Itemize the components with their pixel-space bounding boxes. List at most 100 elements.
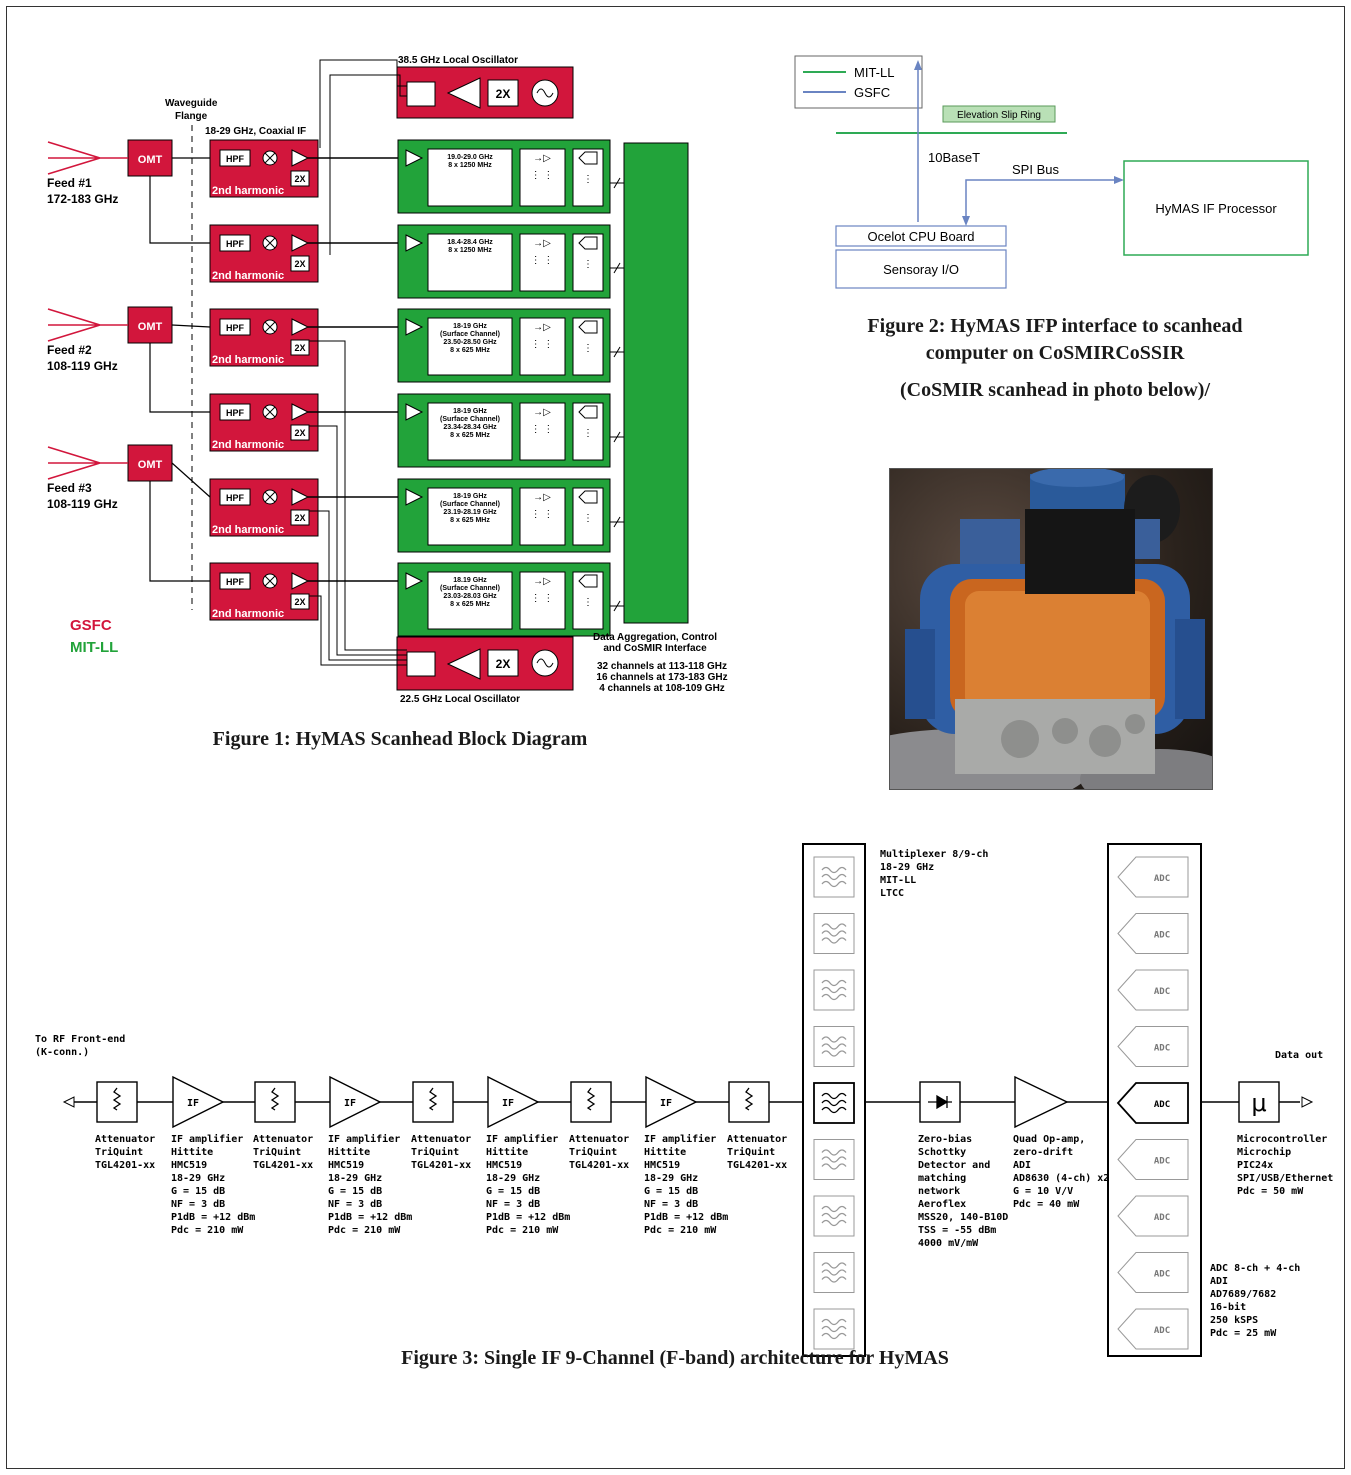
figure3-architecture-diagram: To RF Front-end(K-conn.)Data outAttenuat… bbox=[35, 843, 1333, 1357]
attenuator-text: TriQuint bbox=[569, 1146, 617, 1158]
hpf-box bbox=[219, 488, 251, 506]
adc-text: 16-bit bbox=[1210, 1301, 1246, 1313]
detector-box bbox=[519, 148, 566, 207]
detector-text: matching bbox=[918, 1172, 966, 1184]
cosmir-scanhead-photo bbox=[889, 468, 1213, 790]
hpf-label: HPF bbox=[226, 493, 245, 503]
adc-channel-shape bbox=[1116, 1082, 1189, 1124]
doubler-label: 2X bbox=[294, 597, 305, 607]
amplifier-text: NF = 3 dB bbox=[171, 1199, 225, 1210]
attenuator-text: Attenuator bbox=[411, 1134, 471, 1145]
coaxial-if-label: 18-29 GHz, Coaxial IF bbox=[205, 126, 306, 137]
legend-mitll: MIT-LL bbox=[70, 639, 118, 656]
channel-amp-icon bbox=[405, 149, 424, 167]
bus-tick bbox=[613, 346, 621, 358]
adc-text: ADI bbox=[1210, 1276, 1228, 1287]
amplifier-text: NF = 3 dB bbox=[486, 1199, 540, 1210]
adc-channel-shape bbox=[1117, 856, 1189, 898]
adc-channel-label: ADC bbox=[1154, 1270, 1170, 1280]
figure2-caption-line1: Figure 2: HyMAS IFP interface to scanhea… bbox=[867, 315, 1243, 337]
amplifier-text: Hittite bbox=[486, 1146, 528, 1158]
adc-channel-label: ADC bbox=[1154, 987, 1170, 997]
detector-symbol: →▷ bbox=[533, 576, 551, 587]
feed-name: Feed #2 bbox=[47, 343, 92, 357]
omt3-line bbox=[171, 462, 211, 498]
detector-text: network bbox=[918, 1186, 960, 1197]
figure2-caption: Figure 2: HyMAS IFP interface to scanhea… bbox=[775, 313, 1335, 404]
detector-text: Schottky bbox=[918, 1147, 966, 1158]
amplifier-text: Pdc = 210 mW bbox=[486, 1225, 559, 1236]
detector-symbol: →▷ bbox=[533, 407, 551, 418]
filter-bank-box bbox=[427, 317, 513, 376]
if-amp-icon bbox=[291, 403, 310, 421]
channel-spec-text: 8 x 625 MHz bbox=[450, 601, 490, 608]
filter-box bbox=[813, 1139, 855, 1180]
hpf-box bbox=[219, 318, 251, 336]
adc-channel-label: ADC bbox=[1154, 874, 1170, 884]
adc-channel-label: ADC bbox=[1154, 1213, 1170, 1223]
harmonic-label: 2nd harmonic bbox=[212, 270, 284, 282]
doubler-box bbox=[290, 424, 310, 441]
amplifier-text: P1dB = +12 dBm bbox=[328, 1212, 412, 1223]
if-amp-icon bbox=[291, 149, 310, 167]
harmonic-label: 2nd harmonic bbox=[212, 608, 284, 620]
adc-shape bbox=[578, 490, 598, 504]
doubler-label: 2X bbox=[294, 259, 305, 269]
omt-label: OMT bbox=[138, 321, 163, 333]
amplifier-text: Hittite bbox=[644, 1146, 686, 1158]
mixer-cross bbox=[264, 491, 276, 503]
filter-box bbox=[813, 1082, 855, 1124]
channel-spec-text: 18-19 GHz bbox=[453, 408, 487, 415]
channel-count-label: 16 channels at 173-183 GHz bbox=[596, 672, 727, 683]
filter-bank-box bbox=[427, 487, 513, 546]
bandpass-filter-icon bbox=[821, 1036, 847, 1057]
bandpass-filter-icon bbox=[821, 866, 847, 888]
if-amplifier-icon bbox=[487, 1075, 540, 1129]
aggregation-label: Data Aggregation, Control bbox=[593, 632, 717, 643]
channel-spec-text: (Surface Channel) bbox=[440, 585, 500, 592]
multiplexer-text: Multiplexer 8/9-ch bbox=[880, 848, 988, 860]
filter-box bbox=[813, 913, 855, 954]
feed-horn-icon bbox=[47, 446, 128, 480]
microcontroller-text: Pdc = 50 mW bbox=[1237, 1186, 1304, 1197]
waveguide-label: Waveguide bbox=[165, 98, 218, 109]
amplifier-symbol-label: IF bbox=[502, 1098, 514, 1109]
lo-top-amp-icon bbox=[446, 77, 481, 109]
hpf-box bbox=[219, 572, 251, 590]
flange-label: Flange bbox=[175, 111, 208, 122]
detector-dots: ⋮ ⋮ bbox=[531, 339, 554, 350]
channel-amp-icon bbox=[405, 572, 424, 590]
adc-channel-label: ADC bbox=[1154, 1100, 1170, 1110]
amplifier-text: G = 15 dB bbox=[328, 1186, 382, 1197]
resistor-icon bbox=[428, 1087, 438, 1111]
hpf-label: HPF bbox=[226, 577, 245, 587]
microcontroller-text: Microcontroller bbox=[1237, 1133, 1327, 1145]
attenuator-text: TriQuint bbox=[727, 1146, 775, 1158]
attenuator-text: TGL4201-xx bbox=[411, 1160, 471, 1171]
filter-box bbox=[813, 1026, 855, 1067]
scanhead-photo-illustration bbox=[890, 469, 1212, 789]
channel-spec-text: 19.0-29.0 GHz bbox=[447, 154, 493, 161]
resistor-icon bbox=[270, 1087, 280, 1111]
amplifier-text: IF amplifier bbox=[328, 1133, 400, 1145]
hpf-label: HPF bbox=[226, 154, 245, 164]
amplifier-text: NF = 3 dB bbox=[328, 1199, 382, 1210]
channel-amp-icon bbox=[405, 318, 424, 336]
if-amplifier-icon bbox=[172, 1075, 225, 1129]
detector-box bbox=[519, 233, 566, 292]
filter-box bbox=[813, 1252, 855, 1293]
filter-box bbox=[813, 1195, 855, 1237]
bus-tick bbox=[613, 600, 621, 612]
omt-box bbox=[127, 444, 173, 482]
bandpass-filter-icon bbox=[821, 1149, 847, 1170]
adc-text: Pdc = 25 mW bbox=[1210, 1328, 1277, 1339]
amplifier-text: Pdc = 210 mW bbox=[171, 1225, 244, 1236]
channel-amp-icon bbox=[405, 403, 424, 421]
bandpass-filter-icon bbox=[821, 1092, 847, 1114]
channel-spec-text: 18.19 GHz bbox=[453, 577, 487, 584]
page-border bbox=[6, 6, 1345, 1469]
omt-second-output-line bbox=[149, 176, 210, 244]
channel-spec-text: 8 x 625 MHz bbox=[450, 432, 490, 439]
detector-box bbox=[519, 402, 566, 461]
adc-channel-shape bbox=[1117, 969, 1189, 1011]
